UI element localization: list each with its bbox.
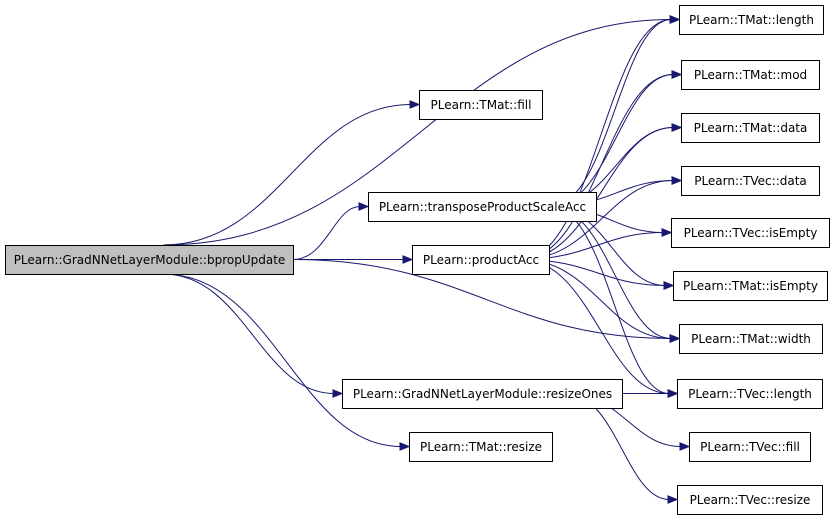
node-box [677, 485, 823, 515]
arrowhead-icon [667, 389, 679, 398]
node-tvec-resize[interactable]: PLearn::TVec::resize [677, 485, 823, 515]
arrowhead-icon [671, 123, 683, 132]
node-box [671, 218, 830, 248]
node-product-acc[interactable]: PLearn::productAcc [412, 245, 550, 275]
node-box [412, 245, 550, 275]
node-tmat-fill[interactable]: PLearn::TMat::fill [419, 90, 543, 120]
arrowhead-icon [667, 495, 679, 504]
arrowhead-icon [663, 281, 675, 290]
arrowhead-icon [669, 15, 681, 24]
node-label: PLearn::GradNNetLayerModule::bpropUpdate [14, 253, 286, 267]
node-box [419, 90, 543, 120]
node-label: PLearn::TMat::fill [431, 98, 532, 112]
node-label: PLearn::TMat::width [691, 332, 811, 346]
edge-grad-nnet-bprop-update-to-tmat-width [292, 259, 672, 339]
arrowhead-icon [671, 70, 683, 79]
arrowhead-icon [399, 442, 411, 451]
arrowhead-icon [671, 176, 683, 185]
node-label: PLearn::TVec::fill [700, 440, 800, 454]
node-resize-ones[interactable]: PLearn::GradNNetLayerModule::resizeOnes [342, 379, 623, 409]
node-box [679, 324, 823, 354]
node-tvec-fill[interactable]: PLearn::TVec::fill [689, 432, 811, 462]
edge-grad-nnet-bprop-update-to-tmat-length [163, 19, 672, 246]
node-tmat-mod[interactable]: PLearn::TMat::mod [681, 60, 820, 90]
node-tmat-data[interactable]: PLearn::TMat::data [681, 113, 820, 143]
node-box [5, 245, 294, 275]
node-label: PLearn::transposeProductScaleAcc [379, 200, 586, 214]
node-box [409, 432, 553, 462]
node-grad-nnet-bprop-update[interactable]: PLearn::GradNNetLayerModule::bpropUpdate [5, 245, 294, 275]
edge-transpose-product-scale-acc-to-tmat-width [550, 206, 672, 339]
node-box [681, 113, 820, 143]
node-tmat-resize[interactable]: PLearn::TMat::resize [409, 432, 553, 462]
arrowhead-icon [402, 255, 414, 264]
node-tmat-length[interactable]: PLearn::TMat::length [679, 5, 824, 35]
edge-transpose-product-scale-acc-to-tmat-mod [550, 74, 674, 207]
node-tmat-is-empty[interactable]: PLearn::TMat::isEmpty [673, 271, 828, 301]
node-label: PLearn::TMat::resize [420, 440, 542, 454]
node-layer: PLearn::GradNNetLayerModule::bpropUpdate… [5, 5, 830, 515]
arrowhead-icon [332, 389, 344, 398]
arrowhead-icon [679, 442, 691, 451]
arrowhead-icon [661, 228, 673, 237]
node-box [673, 271, 828, 301]
node-box [689, 432, 811, 462]
edge-resize-ones-to-tvec-resize [565, 393, 670, 500]
node-label: PLearn::TVec::data [694, 174, 807, 188]
edge-grad-nnet-bprop-update-to-tmat-fill [163, 104, 412, 246]
node-tvec-is-empty[interactable]: PLearn::TVec::isEmpty [671, 218, 830, 248]
node-transpose-product-scale-acc[interactable]: PLearn::transposeProductScaleAcc [368, 192, 597, 222]
edge-transpose-product-scale-acc-to-tvec-length [550, 206, 670, 394]
node-label: PLearn::TMat::isEmpty [683, 279, 818, 293]
edge-grad-nnet-bprop-update-to-transpose-product-scale-acc [292, 206, 361, 260]
edge-transpose-product-scale-acc-to-tmat-length [550, 19, 672, 207]
node-box [681, 60, 820, 90]
arrowhead-icon [358, 202, 370, 211]
node-box [679, 5, 824, 35]
node-label: PLearn::TMat::data [694, 121, 808, 135]
edge-grad-nnet-bprop-update-to-resize-ones [163, 273, 335, 394]
node-tmat-width[interactable]: PLearn::TMat::width [679, 324, 823, 354]
node-label: PLearn::TMat::mod [694, 68, 807, 82]
node-label: PLearn::productAcc [423, 253, 539, 267]
node-label: PLearn::TVec::isEmpty [684, 226, 818, 240]
node-label: PLearn::TVec::length [688, 387, 812, 401]
arrowhead-icon [669, 334, 681, 343]
node-label: PLearn::GradNNetLayerModule::resizeOnes [353, 387, 612, 401]
node-label: PLearn::TVec::resize [690, 493, 811, 507]
node-box [342, 379, 623, 409]
arrowhead-icon [409, 100, 421, 109]
node-tvec-data[interactable]: PLearn::TVec::data [681, 166, 820, 196]
node-box [677, 379, 823, 409]
node-box [368, 192, 597, 222]
node-label: PLearn::TMat::length [689, 13, 814, 27]
node-tvec-length[interactable]: PLearn::TVec::length [677, 379, 823, 409]
node-box [681, 166, 820, 196]
edge-grad-nnet-bprop-update-to-tmat-resize [163, 273, 402, 447]
